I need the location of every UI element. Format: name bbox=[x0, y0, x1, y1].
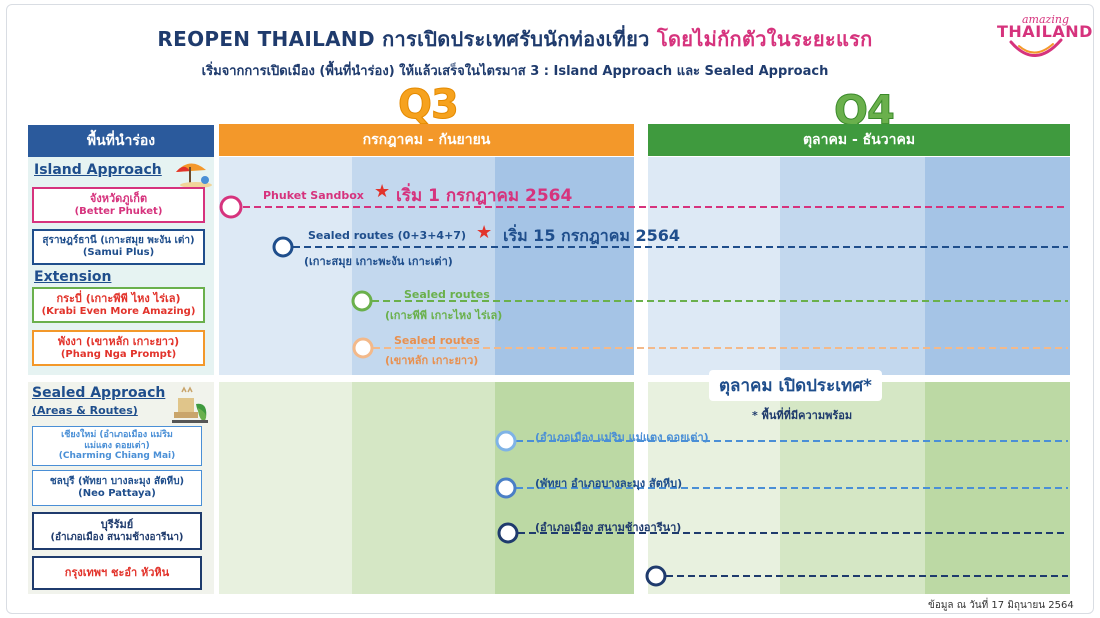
buriram-start-marker bbox=[497, 522, 519, 544]
phangnga-routes-label: Sealed routes bbox=[394, 334, 480, 347]
samui-start-marker bbox=[272, 236, 294, 258]
title-part-a: REOPEN THAILAND การเปิดประเทศรับนักท่องเ… bbox=[157, 27, 650, 51]
october-open-callout: ตุลาคม เปิดประเทศ* bbox=[709, 370, 882, 401]
samui-star-icon: ★ bbox=[476, 222, 493, 243]
q3-months-header: กรกฎาคม - กันยายน bbox=[219, 124, 634, 156]
chiangmai-name: เชียงใหม่ (อำเภอเมือง แม่ริม bbox=[61, 429, 173, 440]
slide-frame bbox=[6, 4, 1094, 614]
chiangmai-brand: (Charming Chiang Mai) bbox=[58, 451, 176, 462]
chonburi-brand: (Neo Pattaya) bbox=[78, 488, 156, 499]
samui-start-date: เริ่ม 15 กรกฎาคม 2564 bbox=[503, 226, 681, 245]
phuket-name: จังหวัดภูเก็ต bbox=[89, 192, 148, 206]
krabi-islands: (เกาะพีพี เกาะไหง ไร่เล) bbox=[385, 309, 503, 322]
logo-swoosh-icon bbox=[1009, 38, 1063, 57]
bangkok-start-marker bbox=[645, 565, 667, 587]
chonburi-areas: (พัทยา อำเภอบางละมุง สัตหีบ) bbox=[535, 477, 683, 490]
page-title: REOPEN THAILAND การเปิดประเทศรับนักท่องเ… bbox=[0, 23, 1030, 55]
temple-icon bbox=[172, 386, 208, 423]
phangnga-areas: (เขาหลัก เกาะยาว) bbox=[385, 354, 479, 367]
band-dec-top bbox=[925, 157, 1070, 375]
band-aug-bottom bbox=[352, 382, 495, 594]
krabi-brand: (Krabi Even More Amazing) bbox=[41, 305, 196, 317]
band-oct-top bbox=[648, 157, 780, 375]
krabi-name: กระบี่ (เกาะพีพี ไหง ไร่เล) bbox=[56, 292, 181, 306]
extension-title: Extension bbox=[34, 269, 112, 285]
phangnga-brand: (Phang Nga Prompt) bbox=[60, 348, 177, 360]
page-subtitle: เริ่มจากการเปิดเมือง (พื้นที่นำร่อง) ให้… bbox=[201, 64, 829, 79]
chonburi-box: ชลบุรี (พัทยา บางละมุง สัตหีบ) (Neo Patt… bbox=[32, 470, 202, 506]
krabi-start-marker bbox=[351, 290, 373, 312]
phuket-start-date: เริ่ม 1 กรกฎาคม 2564 bbox=[396, 186, 573, 206]
chonburi-start-marker bbox=[495, 477, 517, 499]
logo-amazing-text: amazing bbox=[1022, 13, 1069, 26]
band-jul-top bbox=[219, 157, 352, 375]
q4-months-header: ตุลาคม - ธันวาคม bbox=[648, 124, 1070, 156]
band-jul-bottom bbox=[219, 382, 352, 594]
buriram-name: บุรีรัมย์ bbox=[100, 518, 134, 532]
phangnga-box: พังงา (เขาหลัก เกาะยาว) (Phang Nga Promp… bbox=[32, 330, 205, 366]
krabi-box: กระบี่ (เกาะพีพี ไหง ไร่เล) (Krabi Even … bbox=[32, 287, 205, 323]
krabi-routes-label: Sealed routes bbox=[404, 288, 490, 301]
chiangmai-start-marker bbox=[495, 430, 517, 452]
data-date-footer: ข้อมูล ณ วันที่ 17 มิถุนายน 2564 bbox=[928, 600, 1074, 611]
phuket-start-marker bbox=[219, 195, 243, 219]
samui-name: สุราษฎร์ธานี (เกาะสมุย พะงัน เต่า) bbox=[42, 235, 195, 246]
samui-islands: (เกาะสมุย เกาะพะงัน เกาะเต่า) bbox=[304, 255, 453, 268]
chonburi-name: ชลบุรี (พัทยา บางละมุง สัตหีบ) bbox=[49, 476, 185, 487]
buriram-areas: (อำเภอเมือง สนามช้างอารีนา) bbox=[535, 521, 682, 534]
buriram-area: (อำเภอเมือง สนามช้างอารีนา) bbox=[50, 531, 184, 543]
phuket-brand: (Better Phuket) bbox=[74, 205, 163, 217]
logo-thailand-text: THAILAND bbox=[997, 22, 1093, 41]
quarter-q3-label: Q3 bbox=[398, 82, 460, 129]
samui-brand: (Samui Plus) bbox=[82, 247, 155, 258]
chiangmai-areas: (อำเภอเมือง แม่ริม แม่แตง ดอยเต่า) bbox=[535, 431, 709, 444]
band-nov-top bbox=[780, 157, 925, 375]
band-aug-top bbox=[352, 157, 495, 375]
buriram-box: บุรีรัมย์ (อำเภอเมือง สนามช้างอารีนา) bbox=[32, 512, 202, 550]
band-sep-top bbox=[495, 157, 634, 375]
phuket-sandbox-label: Phuket Sandbox bbox=[263, 189, 364, 202]
sealed-approach-title: Sealed Approach bbox=[32, 385, 166, 401]
sealed-approach-subtitle: (Areas & Routes) bbox=[32, 404, 138, 417]
bangkok-name: กรุงเทพฯ ชะอำ หัวหิน bbox=[64, 566, 170, 580]
chiangmai-box: เชียงใหม่ (อำเภอเมือง แม่ริม แม่แตง ดอยเ… bbox=[32, 426, 202, 466]
title-part-b: โดยไม่กักตัวในระยะแรก bbox=[656, 27, 873, 51]
pilot-area-header: พื้นที่นำร่อง bbox=[28, 125, 214, 157]
october-open-note: * พื้นที่ที่มีความพร้อม bbox=[752, 409, 853, 422]
phangnga-name: พังงา (เขาหลัก เกาะยาว) bbox=[57, 335, 180, 349]
phuket-star-icon: ★ bbox=[374, 181, 391, 202]
island-approach-title: Island Approach bbox=[34, 162, 162, 178]
samui-box: สุราษฎร์ธานี (เกาะสมุย พะงัน เต่า) (Samu… bbox=[32, 229, 205, 265]
bangkok-box: กรุงเทพฯ ชะอำ หัวหิน bbox=[32, 556, 202, 590]
chiangmai-name-2: แม่แตง ดอยเต่า) bbox=[84, 440, 150, 451]
samui-routes-label: Sealed routes (0+3+4+7) bbox=[308, 229, 466, 242]
beach-umbrella-icon bbox=[176, 163, 212, 188]
phuket-box: จังหวัดภูเก็ต (Better Phuket) bbox=[32, 187, 205, 223]
phangnga-start-marker bbox=[352, 337, 374, 359]
